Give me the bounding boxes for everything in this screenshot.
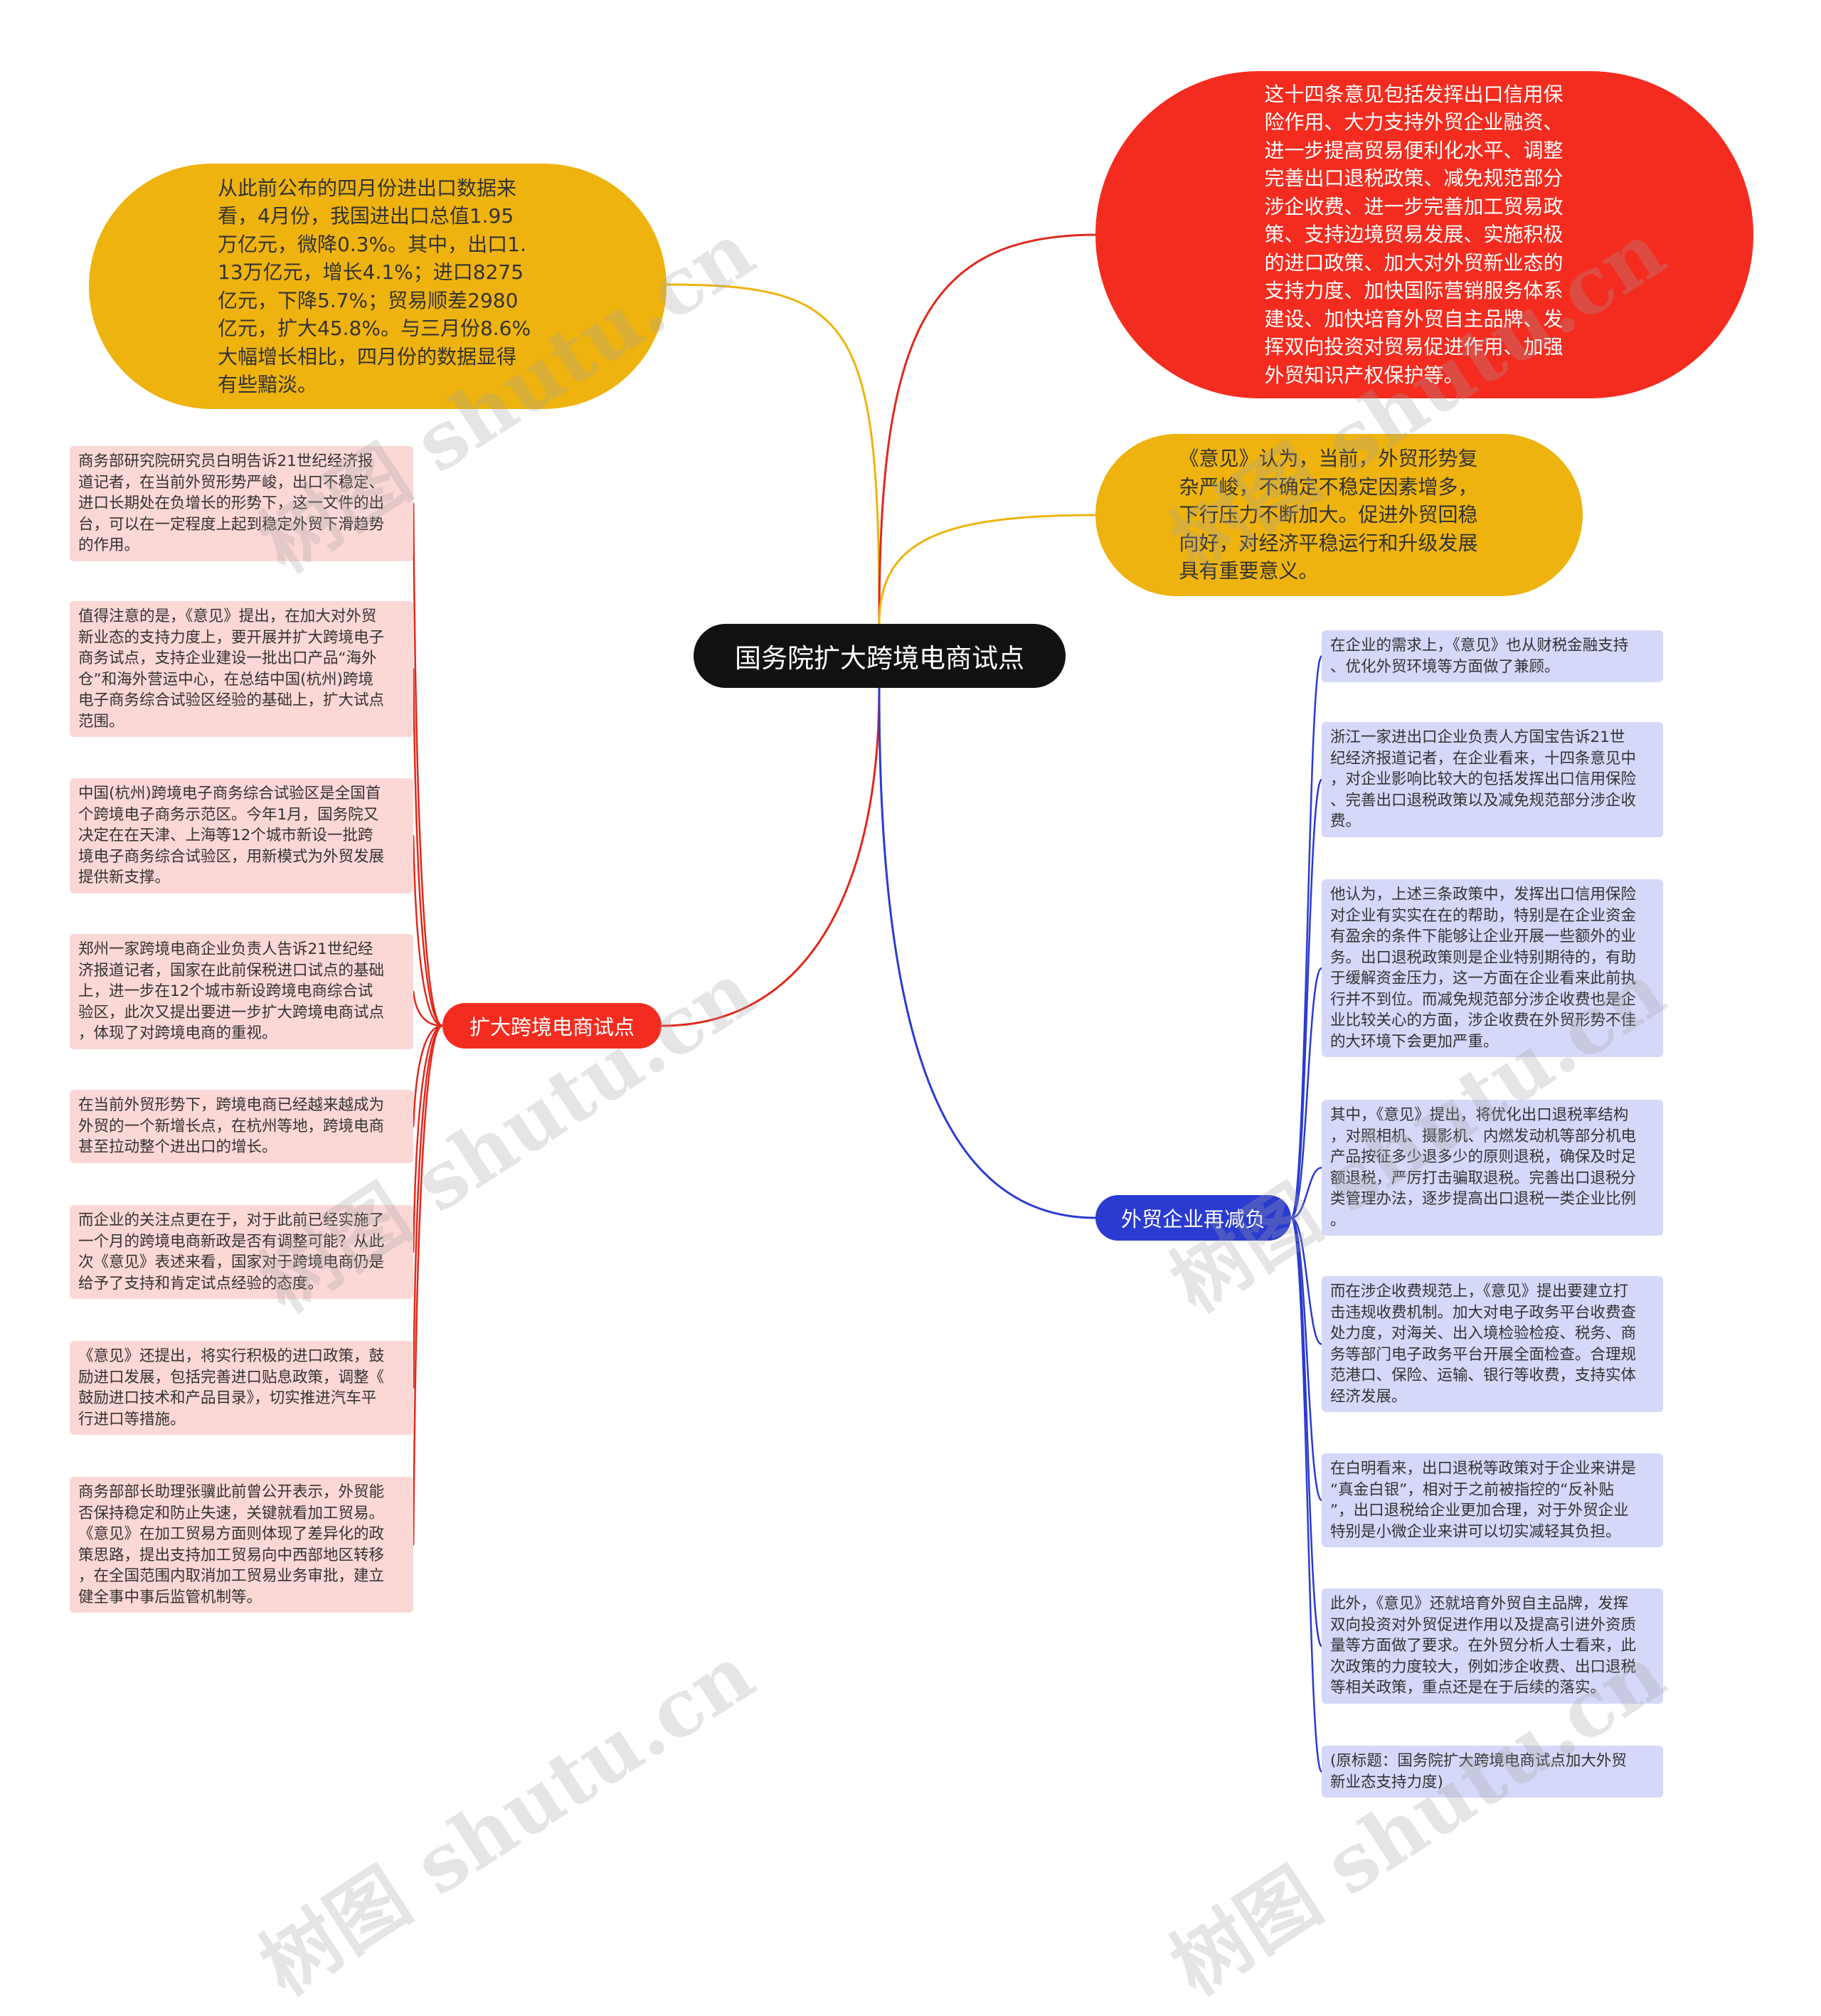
left-card-5[interactable]: 在当前外贸形势下，跨境电商已经越来越成为 外贸的一个新增长点，在杭州等地，跨境电… (70, 1090, 413, 1163)
right-card-2[interactable]: 浙江一家进出口企业负责人方国宝告诉21世 纪经济报道记者，在企业看来，十四条意见… (1322, 722, 1663, 837)
sub-connector (1290, 1167, 1322, 1219)
right-card-3[interactable]: 他认为，上述三条政策中，发挥出口信用保险 对企业有实实在在的帮助，特别是在企业资… (1322, 879, 1663, 1057)
data-summary-text: 从此前公布的四月份进出口数据来 看，4月份，我国进出口总值1.95 万亿元，微降… (218, 176, 531, 397)
left-card-8[interactable]: 商务部部长助理张骥此前曾公开表示，外贸能 否保持稳定和防止失速，关键就看加工贸易… (70, 1477, 413, 1613)
sub-connector (412, 1024, 443, 1546)
right-card-text: 在企业的需求上，《意见》也从财税金融支持 、优化外贸环境等方面做了兼顾。 (1330, 637, 1629, 676)
sub-connector (1290, 1216, 1322, 1345)
left-card-text: 商务部研究院研究员白明告诉21世纪经济报 道记者，在当前外贸形势严峻，出口不稳定… (78, 452, 385, 554)
sub-connector (412, 990, 443, 1027)
left-branch-sub-connectors (412, 502, 443, 1546)
data-summary-bubble[interactable]: 从此前公布的四月份进出口数据来 看，4月份，我国进出口总值1.95 万亿元，微降… (89, 164, 667, 409)
right-card-7[interactable]: 此外，《意见》还就培育外贸自主品牌，发挥 双向投资对外贸促进作用以及提高引进外资… (1322, 1588, 1663, 1704)
connector-left-branch (661, 687, 881, 1027)
left-card-2[interactable]: 值得注意的是，《意见》提出，在加大对外贸 新业态的支持力度上，要开展并扩大跨境电… (70, 601, 413, 737)
right-card-1[interactable]: 在企业的需求上，《意见》也从财税金融支持 、优化外贸环境等方面做了兼顾。 (1322, 630, 1663, 682)
sub-connector (1290, 1216, 1323, 1773)
left-card-text: 而企业的关注点更在于，对于此前已经实施了 一个月的跨境电商新政是否有调整可能？从… (78, 1211, 385, 1293)
right-card-text: 在白明看来，出口退税等政策对于企业来讲是 “真金白银”，相对于之前被指控的“反补… (1330, 1460, 1637, 1541)
left-card-text: 中国(杭州)跨境电子商务综合试验区是全国首 个跨境电子商务示范区。今年1月，国务… (78, 785, 385, 886)
connector-lines (412, 233, 1323, 1773)
sub-connector (1290, 1216, 1323, 1502)
sub-connector (1290, 967, 1323, 1219)
right-card-4[interactable]: 其中，《意见》提出，将优化出口退税率结构 ，对照相机、摄影机、内燃发动机等部分机… (1322, 1100, 1663, 1236)
left-card-text: 郑州一家跨境电商企业负责人告诉21世纪经 济报道记者，国家在此前保税进口试点的基… (78, 940, 385, 1042)
sub-connector (1290, 778, 1323, 1219)
left-card-7[interactable]: 《意见》还提出，将实行积极的进口政策，鼓 励进口发展，包括完善进口贴息政策，调整… (70, 1341, 413, 1435)
right-card-6[interactable]: 在白明看来，出口退税等政策对于企业来讲是 “真金白银”，相对于之前被指控的“反补… (1322, 1453, 1663, 1547)
opinion-significance-bubble[interactable]: 《意见》认为，当前，外贸形势复 杂严峻，不确定不稳定因素增多， 下行压力不断加大… (1095, 434, 1583, 596)
right-card-text: (原标题：国务院扩大跨境电商试点加大外贸 新业态支持力度) (1330, 1752, 1627, 1791)
right-card-text: 浙江一家进出口企业负责人方国宝告诉21世 纪经济报道记者，在企业看来，十四条意见… (1330, 728, 1637, 830)
connector-top-left (666, 283, 881, 625)
branch-right-label: 外贸企业再减负 (1120, 1207, 1265, 1231)
central-topic-node[interactable]: 国务院扩大跨境电商试点 (694, 624, 1066, 688)
connector-right-branch (878, 687, 1096, 1219)
branch-left-label: 扩大跨境电商试点 (469, 1015, 635, 1039)
fourteen-measures-text: 这十四条意见包括发挥出口信用保 险作用、大力支持外贸企业融资、 进一步提高贸易便… (1264, 82, 1563, 387)
left-card-text: 商务部部长助理张骥此前曾公开表示，外贸能 否保持稳定和防止失速，关键就看加工贸易… (78, 1483, 385, 1606)
branch-reduce-burden[interactable]: 外贸企业再减负 (1095, 1195, 1291, 1241)
left-card-text: 在当前外贸形势下，跨境电商已经越来越成为 外贸的一个新增长点，在杭州等地，跨境电… (78, 1096, 385, 1156)
connector-mid-right (878, 514, 1098, 625)
left-card-3[interactable]: 中国(杭州)跨境电子商务综合试验区是全国首 个跨境电子商务示范区。今年1月，国务… (70, 778, 413, 893)
connector-top-right (878, 233, 1098, 625)
right-card-8[interactable]: (原标题：国务院扩大跨境电商试点加大外贸 新业态支持力度) (1322, 1746, 1663, 1798)
right-card-5[interactable]: 而在涉企收费规范上，《意见》提出要建立打 击违规收费机制。加大对电子政务平台收费… (1322, 1276, 1663, 1412)
left-card-6[interactable]: 而企业的关注点更在于，对于此前已经实施了 一个月的跨境电商新政是否有调整可能？从… (70, 1205, 413, 1299)
sub-connector (1290, 655, 1323, 1219)
sub-connector (412, 1024, 443, 1128)
central-topic-label: 国务院扩大跨境电商试点 (735, 643, 1024, 674)
left-card-text: 值得注意的是，《意见》提出，在加大对外贸 新业态的支持力度上，要开展并扩大跨境电… (78, 608, 385, 731)
sub-connector (412, 502, 443, 1027)
sub-connector (412, 834, 443, 1027)
right-card-text: 他认为，上述三条政策中，发挥出口信用保险 对企业有实实在在的帮助，特别是在企业资… (1330, 886, 1637, 1051)
fourteen-measures-bubble[interactable]: 这十四条意见包括发挥出口信用保 险作用、大力支持外贸企业融资、 进一步提高贸易便… (1095, 71, 1753, 398)
branch-expand-crossborder-pilot[interactable]: 扩大跨境电商试点 (442, 1003, 662, 1049)
left-card-text: 《意见》还提出，将实行积极的进口政策，鼓 励进口发展，包括完善进口贴息政策，调整… (78, 1347, 385, 1428)
sub-connector (412, 668, 443, 1027)
right-card-text: 而在涉企收费规范上，《意见》提出要建立打 击违规收费机制。加大对电子政务平台收费… (1330, 1283, 1637, 1406)
sub-connector (412, 1024, 443, 1253)
right-card-text: 其中，《意见》提出，将优化出口退税率结构 ，对照相机、摄影机、内燃发动机等部分机… (1330, 1106, 1637, 1229)
right-branch-sub-connectors (1290, 655, 1323, 1773)
sub-connector (412, 1024, 443, 1389)
right-card-text: 此外，《意见》还就培育外贸自主品牌，发挥 双向投资对外贸促进作用以及提高引进外资… (1330, 1595, 1637, 1697)
left-card-1[interactable]: 商务部研究院研究员白明告诉21世纪经济报 道记者，在当前外贸形势严峻，出口不稳定… (70, 446, 413, 561)
sub-connector (1290, 1216, 1323, 1648)
opinion-significance-text: 《意见》认为，当前，外贸形势复 杂严峻，不确定不稳定因素增多， 下行压力不断加大… (1179, 447, 1478, 583)
left-card-4[interactable]: 郑州一家跨境电商企业负责人告诉21世纪经 济报道记者，国家在此前保税进口试点的基… (70, 934, 413, 1049)
